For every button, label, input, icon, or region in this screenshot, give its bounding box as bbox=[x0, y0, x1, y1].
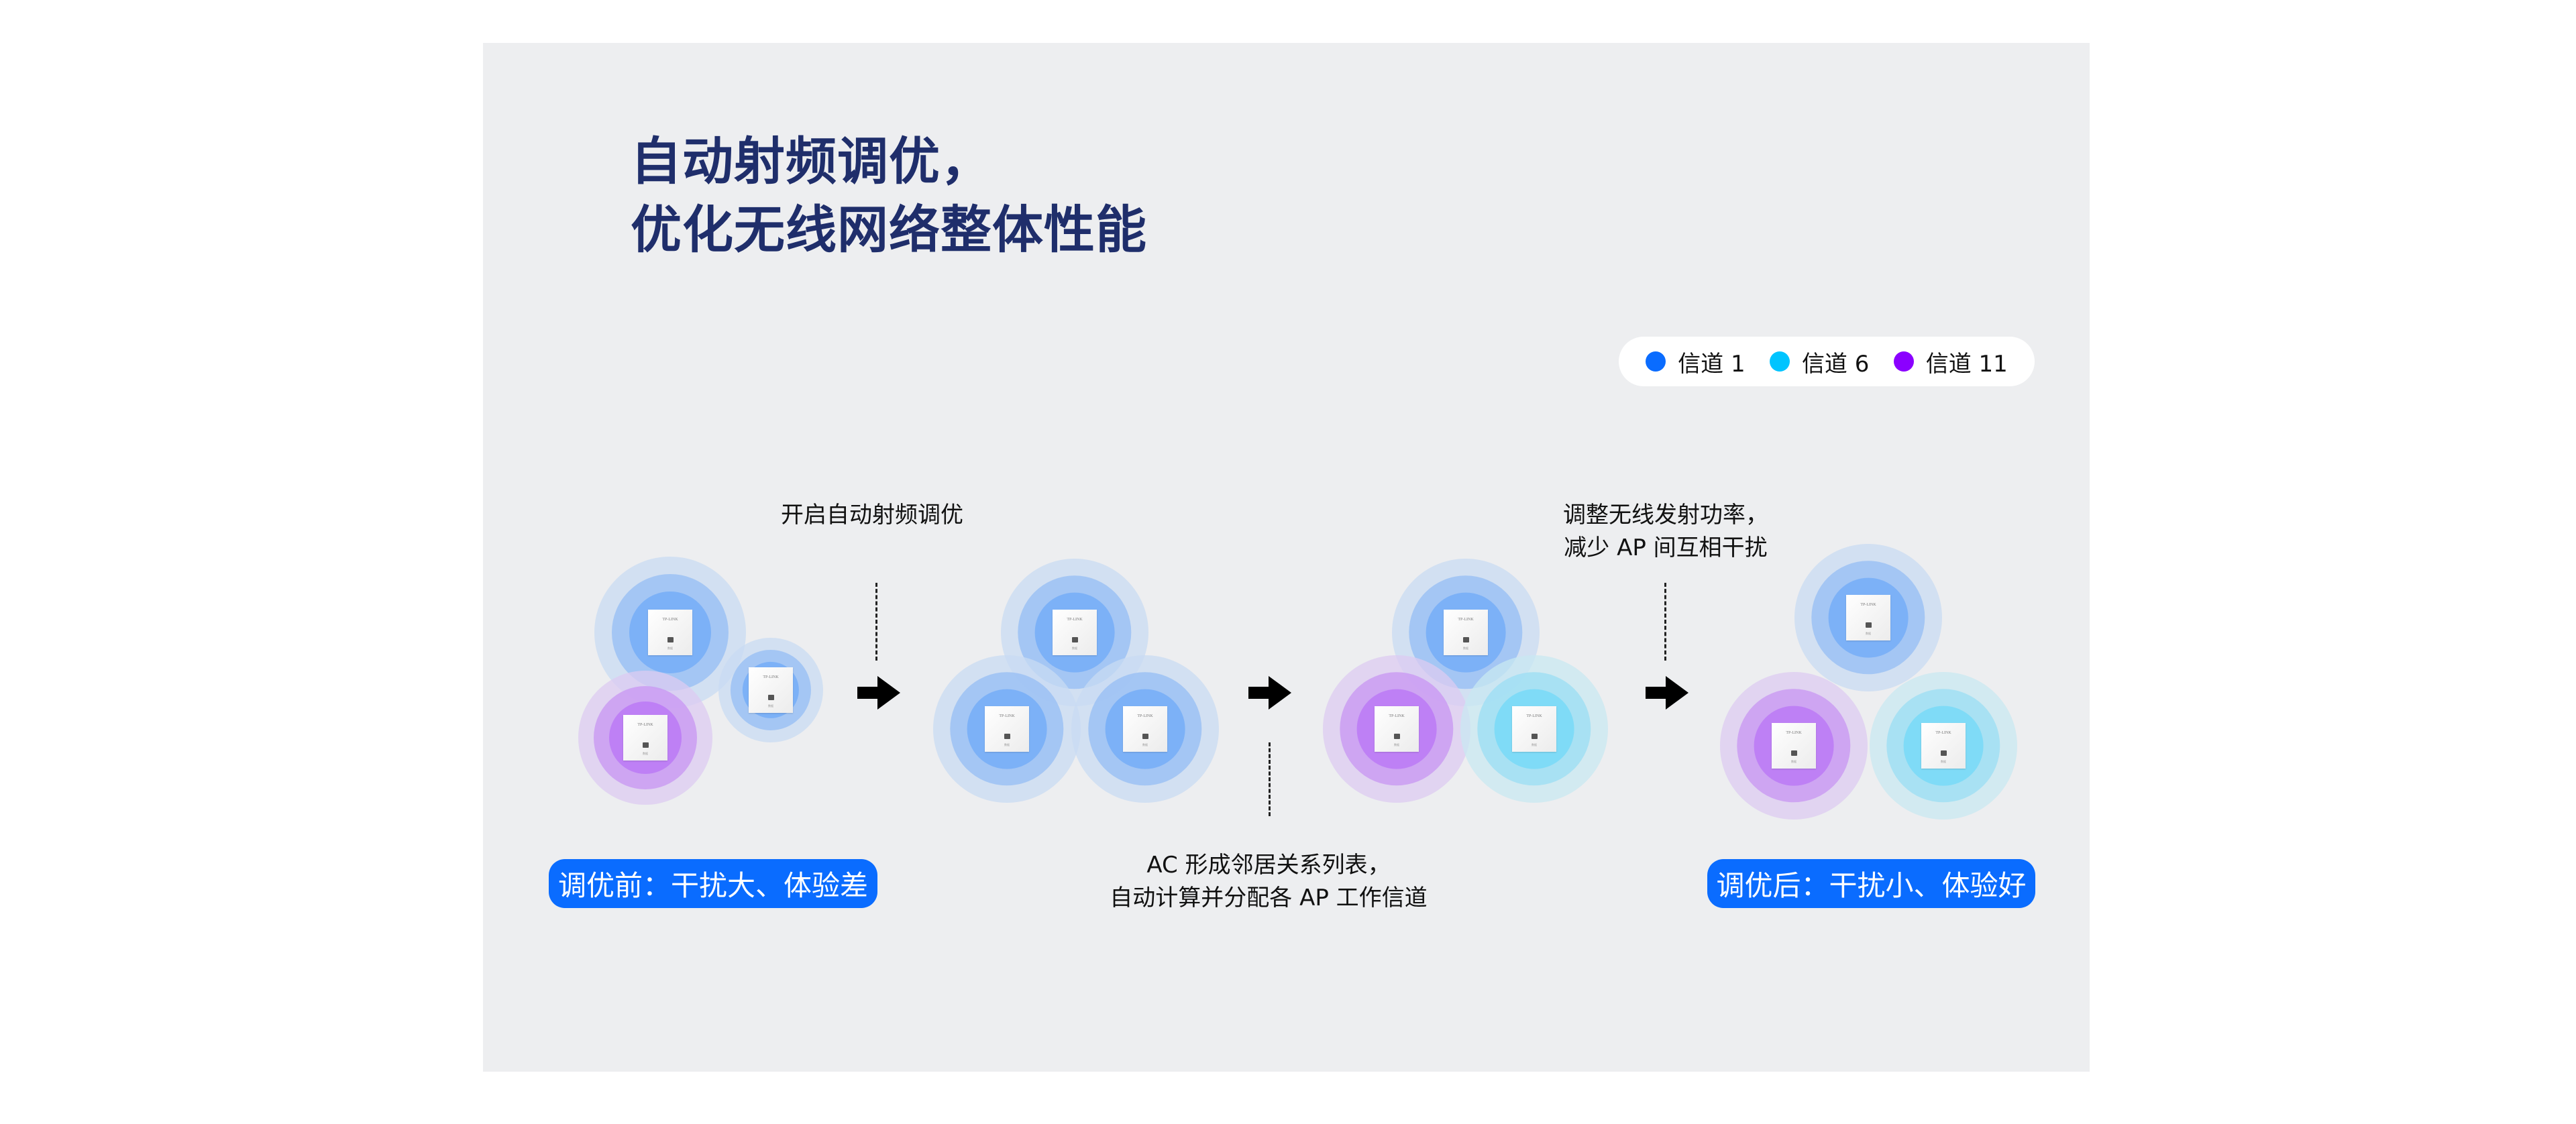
access-point-ch1: TP-LINK 数据 bbox=[1071, 655, 1219, 803]
access-point-ch1: TP-LINK 数据 bbox=[718, 638, 823, 742]
step3-caption: 调整无线发射功率， 减少 AP 间互相干扰 bbox=[1563, 499, 1768, 565]
after-tuning-badge: 调优后：干扰小、体验好 bbox=[1707, 859, 2035, 908]
ethernet-port-icon bbox=[1142, 734, 1148, 739]
legend-item-channel-11: 信道 11 bbox=[1893, 345, 2008, 378]
before-tuning-badge-text: 调优前：干扰大、体验差 bbox=[557, 869, 868, 902]
ethernet-port-icon bbox=[1791, 750, 1797, 756]
wall-ap-device-icon: TP-LINK 数据 bbox=[648, 610, 692, 655]
legend-item-channel-1: 信道 1 bbox=[1646, 345, 1746, 378]
device-port-label: 数据 bbox=[667, 647, 673, 650]
channel-1-dot-icon bbox=[1646, 351, 1666, 372]
channel-11-dot-icon bbox=[1893, 351, 1914, 372]
wall-ap-device-icon: TP-LINK 数据 bbox=[623, 715, 667, 761]
device-port-label: 数据 bbox=[1791, 760, 1796, 763]
wall-ap-device-icon: TP-LINK 数据 bbox=[749, 667, 793, 713]
wall-ap-device-icon: TP-LINK 数据 bbox=[1123, 706, 1167, 752]
ethernet-port-icon bbox=[1532, 734, 1538, 739]
device-port-label: 数据 bbox=[768, 704, 773, 708]
ethernet-port-icon bbox=[643, 742, 649, 748]
access-point-ch1: TP-LINK 数据 bbox=[933, 655, 1081, 803]
device-brand-label: TP-LINK bbox=[999, 714, 1015, 718]
device-brand-label: TP-LINK bbox=[662, 618, 678, 622]
wall-ap-device-icon: TP-LINK 数据 bbox=[985, 706, 1029, 752]
step3-caption-line-1: 调整无线发射功率， bbox=[1563, 502, 1768, 528]
device-port-label: 数据 bbox=[1394, 743, 1399, 746]
title-line-2: 优化无线网络整体性能 bbox=[631, 200, 1147, 260]
channel-legend: 信道 1 信道 6 信道 11 bbox=[1619, 337, 2035, 386]
step3-caption-line-2: 减少 AP 间互相干扰 bbox=[1564, 535, 1768, 561]
device-port-label: 数据 bbox=[643, 752, 648, 755]
wall-ap-device-icon: TP-LINK 数据 bbox=[1444, 610, 1488, 655]
ethernet-port-icon bbox=[1004, 734, 1010, 739]
device-brand-label: TP-LINK bbox=[1137, 714, 1153, 718]
access-point-ch6: TP-LINK 数据 bbox=[1870, 672, 2017, 820]
step1-caption-text: 开启自动射频调优 bbox=[781, 502, 963, 528]
access-point-ch1: TP-LINK 数据 bbox=[1794, 544, 1942, 691]
arrow-right-icon bbox=[1248, 676, 1291, 710]
wall-ap-device-icon: TP-LINK 数据 bbox=[1375, 706, 1419, 752]
device-brand-label: TP-LINK bbox=[637, 723, 653, 727]
ethernet-port-icon bbox=[1394, 734, 1400, 739]
ethernet-port-icon bbox=[1866, 622, 1872, 628]
ethernet-port-icon bbox=[1941, 750, 1947, 756]
step2-caption-line-1: AC 形成邻居关系列表， bbox=[1146, 852, 1391, 879]
device-brand-label: TP-LINK bbox=[1458, 618, 1474, 622]
device-port-label: 数据 bbox=[1142, 743, 1148, 746]
access-point-ch6: TP-LINK 数据 bbox=[1460, 655, 1608, 803]
access-point-ch1: TP-LINK 数据 bbox=[594, 557, 746, 708]
wall-ap-device-icon: TP-LINK 数据 bbox=[1512, 706, 1556, 752]
arrow-right-icon bbox=[857, 676, 900, 710]
ethernet-port-icon bbox=[1463, 637, 1469, 642]
ethernet-port-icon bbox=[1072, 637, 1078, 642]
page-title: 自动射频调优， 优化无线网络整体性能 bbox=[631, 127, 1147, 264]
step1-dashed-line bbox=[875, 583, 877, 661]
device-brand-label: TP-LINK bbox=[763, 675, 779, 679]
step2-caption-line-2: 自动计算并分配各 AP 工作信道 bbox=[1110, 885, 1428, 911]
access-point-ch11: TP-LINK 数据 bbox=[1323, 655, 1470, 803]
access-point-ch11: TP-LINK 数据 bbox=[1720, 672, 1868, 820]
legend-label: 信道 6 bbox=[1801, 350, 1870, 378]
device-brand-label: TP-LINK bbox=[1067, 618, 1083, 622]
wall-ap-device-icon: TP-LINK 数据 bbox=[1772, 723, 1816, 769]
ethernet-port-icon bbox=[667, 637, 674, 642]
device-port-label: 数据 bbox=[1072, 647, 1077, 650]
device-port-label: 数据 bbox=[1532, 743, 1537, 746]
ethernet-port-icon bbox=[768, 695, 774, 700]
after-tuning-badge-text: 调优后：干扰小、体验好 bbox=[1716, 869, 2027, 902]
title-line-1: 自动射频调优， bbox=[631, 131, 992, 191]
arrow-right-icon bbox=[1646, 676, 1688, 710]
step2-dashed-line bbox=[1269, 742, 1271, 816]
step1-caption: 开启自动射频调优 bbox=[781, 499, 963, 532]
legend-item-channel-6: 信道 6 bbox=[1769, 345, 1870, 378]
access-point-ch11: TP-LINK 数据 bbox=[578, 671, 712, 805]
device-brand-label: TP-LINK bbox=[1786, 731, 1802, 735]
before-tuning-badge: 调优前：干扰大、体验差 bbox=[549, 859, 877, 908]
device-brand-label: TP-LINK bbox=[1526, 714, 1542, 718]
step3-dashed-line bbox=[1664, 583, 1666, 661]
device-port-label: 数据 bbox=[1941, 760, 1946, 763]
legend-label: 信道 1 bbox=[1678, 350, 1746, 378]
wall-ap-device-icon: TP-LINK 数据 bbox=[1053, 610, 1097, 655]
step2-caption: AC 形成邻居关系列表， 自动计算并分配各 AP 工作信道 bbox=[1110, 849, 1427, 915]
wall-ap-device-icon: TP-LINK 数据 bbox=[1846, 595, 1890, 640]
legend-label: 信道 11 bbox=[1925, 350, 2008, 378]
device-port-label: 数据 bbox=[1463, 647, 1468, 650]
device-port-label: 数据 bbox=[1866, 632, 1871, 635]
device-brand-label: TP-LINK bbox=[1389, 714, 1405, 718]
channel-6-dot-icon bbox=[1769, 351, 1790, 372]
device-brand-label: TP-LINK bbox=[1935, 731, 1951, 735]
device-port-label: 数据 bbox=[1004, 743, 1010, 746]
device-brand-label: TP-LINK bbox=[1860, 603, 1876, 607]
wall-ap-device-icon: TP-LINK 数据 bbox=[1921, 723, 1966, 769]
